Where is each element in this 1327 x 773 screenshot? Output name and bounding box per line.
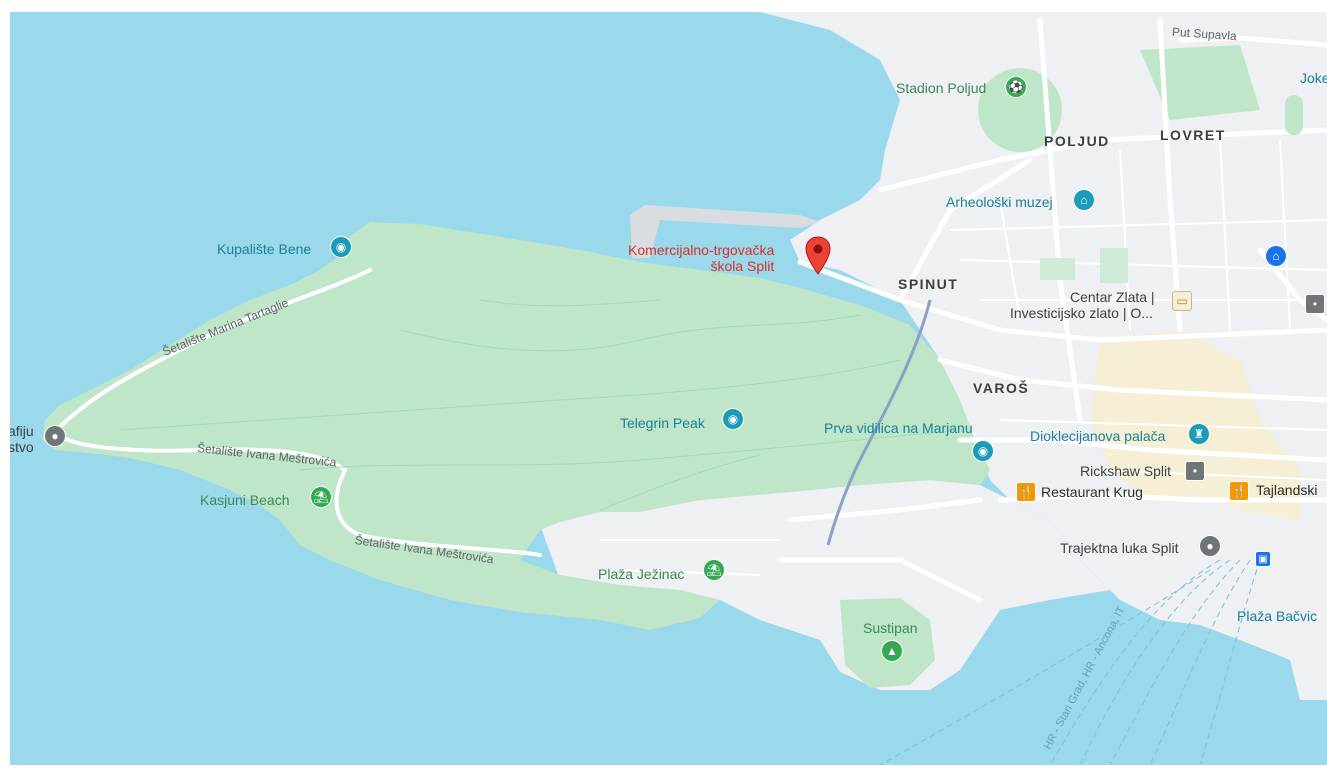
place-label-left-1[interactable]: afiju — [8, 423, 34, 439]
location-pin-icon[interactable]: ● — [44, 425, 66, 447]
place-label-sustipan[interactable]: Sustipan — [863, 620, 918, 636]
landmark-icon[interactable]: ♜ — [1188, 423, 1210, 445]
camera-icon[interactable]: ◉ — [330, 236, 352, 258]
neighborhood-poljud: POLJUD — [1044, 133, 1110, 149]
selected-place-label[interactable]: Komercijalno-trgovačka škola Split — [628, 242, 774, 274]
south-city-land — [540, 480, 1110, 690]
railway — [826, 299, 932, 546]
place-label-kasjuni-beach[interactable]: Kasjuni Beach — [200, 492, 290, 508]
frame-top — [0, 0, 1327, 12]
port-pier-2 — [1150, 600, 1327, 612]
museum-icon[interactable]: ⌂ — [1073, 189, 1095, 211]
train-icon[interactable]: ▣ — [1255, 551, 1271, 567]
restaurant-icon[interactable]: 🍴 — [1229, 481, 1249, 501]
marjan-south — [300, 545, 720, 630]
north-park — [1140, 45, 1260, 120]
frame-left — [0, 0, 10, 773]
selected-location-pin-icon[interactable] — [805, 236, 831, 276]
green-patch — [1040, 258, 1075, 280]
place-label-joke[interactable]: Joke — [1300, 70, 1327, 86]
place-label-stadion-poljud[interactable]: Stadion Poljud — [896, 80, 987, 96]
breakwater — [630, 205, 820, 258]
location-pin-icon[interactable]: ● — [1199, 535, 1221, 557]
place-label-prva-vidilica[interactable]: Prva vidilica na Marjanu — [824, 420, 973, 436]
place-label-tajlandski[interactable]: Tajlandski — [1256, 482, 1318, 498]
generic-poi-icon[interactable]: • — [1305, 294, 1325, 314]
tree-icon[interactable]: ▲ — [881, 640, 903, 662]
stadium-park — [978, 68, 1062, 152]
place-label-plaza-jezinac[interactable]: Plaža Ježinac — [598, 566, 685, 582]
restaurant-icon[interactable]: 🍴 — [1016, 482, 1036, 502]
camera-icon[interactable]: ◉ — [722, 408, 744, 430]
camera-icon[interactable]: ◉ — [972, 440, 994, 462]
neighborhood-spinut: SPINUT — [898, 276, 959, 292]
place-label-left-2[interactable]: stvo — [8, 439, 34, 455]
place-label-dioklecijanova-palaca[interactable]: Dioklecijanova palača — [1030, 428, 1166, 444]
home-icon[interactable]: ⌂ — [1265, 245, 1287, 267]
frame-bottom — [0, 765, 1327, 773]
marjan-park — [42, 222, 990, 580]
place-label-centar-zlata-1[interactable]: Centar Zlata | — [1070, 289, 1155, 305]
selected-place-name: Komercijalno-trgovačka škola Split — [628, 242, 775, 274]
beach-icon[interactable]: ⛱ — [310, 486, 332, 508]
shop-icon[interactable]: ▭ — [1172, 291, 1192, 311]
neighborhood-lovret: LOVRET — [1160, 127, 1226, 143]
place-label-restaurant-krug[interactable]: Restaurant Krug — [1041, 484, 1143, 500]
place-label-telegrin-peak[interactable]: Telegrin Peak — [620, 415, 705, 431]
city-roads — [777, 17, 1327, 603]
peninsula-paths — [52, 268, 542, 557]
green-patch — [1100, 248, 1128, 283]
city-minor-roads — [600, 139, 1327, 576]
place-label-arheoloski-muzej[interactable]: Arheološki muzej — [946, 194, 1053, 210]
place-label-centar-zlata-2[interactable]: Investicijsko zlato | O... — [1010, 305, 1153, 321]
stadium-icon[interactable]: ⚽ — [1005, 76, 1027, 98]
beach-icon[interactable]: ⛱ — [703, 559, 725, 581]
place-label-rickshaw-split[interactable]: Rickshaw Split — [1080, 463, 1172, 479]
place-label-trajektna-luka[interactable]: Trajektna luka Split — [1060, 540, 1179, 556]
place-label-plaza-bacvice[interactable]: Plaža Bačvic — [1237, 608, 1318, 624]
neighborhood-varos: VAROŠ — [973, 380, 1030, 396]
green-patch — [1285, 95, 1303, 135]
place-label-kupaliste-bene[interactable]: Kupalište Bene — [217, 241, 312, 257]
peninsula-trails — [119, 299, 961, 511]
generic-poi-icon[interactable]: • — [1185, 461, 1205, 481]
ferry-routes — [879, 559, 1261, 766]
